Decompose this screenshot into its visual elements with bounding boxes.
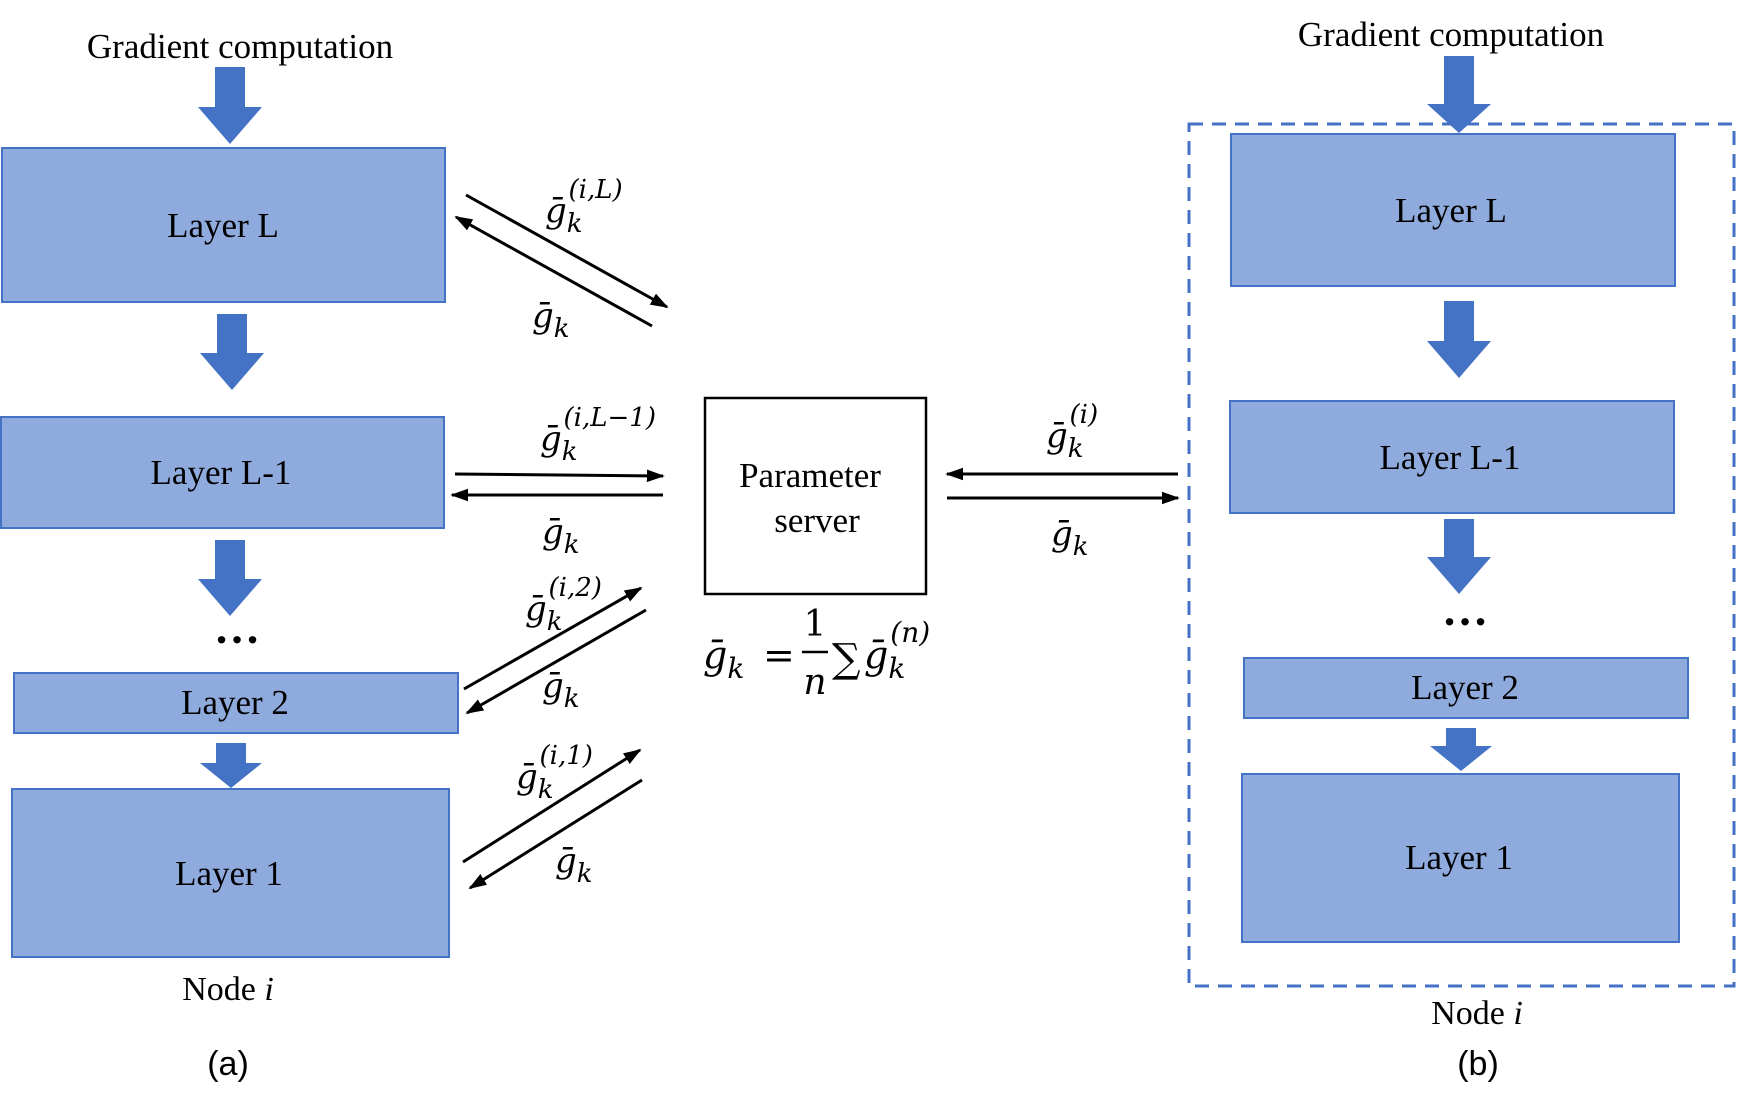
comm-arrows-layer-L-1: ḡk(i,L−1) ḡk — [450, 403, 665, 560]
formula-numerator: 1 — [804, 604, 827, 645]
panel-b-layer-L-1: Layer L-1 — [1229, 400, 1675, 514]
panel-a-layer-1: Layer 1 — [11, 788, 450, 958]
formula-denominator: n — [803, 662, 826, 703]
ellipsis: … — [214, 602, 260, 653]
arrow-to-server — [454, 469, 665, 483]
flow-arrow-down-icon — [1427, 519, 1491, 594]
layer-label: Layer 1 — [1405, 838, 1513, 877]
arrow-to-server — [462, 748, 642, 864]
parameter-server: Parameter server ḡk = 1 n ∑ ḡk(n) — [703, 396, 930, 703]
aggregation-formula: ḡk = 1 n ∑ ḡk(n) — [703, 604, 930, 703]
layer-box — [1243, 657, 1689, 719]
panel-a-layer-L-1: Layer L-1 — [0, 416, 445, 529]
gradient-label-down: ḡk — [555, 841, 593, 889]
gradient-label-down: ḡk — [542, 512, 580, 560]
layer-label: Layer L — [1395, 191, 1507, 230]
panel-a-title: Gradient computation — [87, 27, 393, 66]
layer-box — [13, 672, 459, 734]
layer-box — [11, 788, 450, 958]
flow-arrow-down-icon — [198, 67, 262, 144]
arrow-to-layer — [468, 778, 643, 890]
ellipsis: … — [1442, 584, 1488, 635]
formula-sum: ∑ — [832, 636, 861, 682]
arrow-to-layer — [454, 215, 653, 328]
panel-caption: (b) — [1457, 1045, 1499, 1083]
comm-arrows-node-b: ḡk(i) ḡk — [945, 400, 1180, 562]
gradient-label-down: ḡk — [532, 296, 570, 344]
gradient-label-up: ḡk(i) — [1046, 400, 1098, 464]
panel-a-layer-L: Layer L — [1, 147, 446, 303]
comm-arrows-layer-2: ḡk(i,2) ḡk — [463, 573, 647, 715]
layer-label: Layer L-1 — [1380, 438, 1521, 477]
comm-arrows-layer-L: ḡk(i,L) ḡk — [454, 175, 669, 344]
server-label-line2: server — [774, 501, 860, 540]
gradient-label-down: ḡk — [542, 666, 580, 714]
node-i-boundary — [1187, 122, 1736, 988]
gradient-label-up: ḡk(i,L−1) — [540, 403, 656, 467]
arrow-to-server — [465, 193, 669, 309]
flow-arrow-down-icon — [200, 314, 264, 390]
flow-arrow-down-icon — [200, 743, 262, 788]
layer-box — [1230, 133, 1676, 287]
panel-b-title: Gradient computation — [1298, 15, 1604, 54]
arrow-to-server — [463, 586, 643, 691]
panel-caption: (a) — [207, 1045, 249, 1083]
gradient-label-up: ḡk(i,1) — [516, 741, 593, 805]
arrow-to-layer — [465, 608, 647, 715]
panel-a: Gradient computation Layer L Layer L-1 …… — [0, 27, 669, 1083]
formula-equals: = — [763, 633, 795, 677]
panel-b-layer-L: Layer L — [1230, 133, 1676, 287]
flow-arrow-down-icon — [1430, 728, 1492, 771]
panel-b: Gradient computation Layer L Layer L-1 …… — [1187, 15, 1736, 1083]
layer-box — [1229, 400, 1675, 514]
node-label: Node i — [1431, 995, 1523, 1032]
layer-label: Layer L-1 — [151, 453, 292, 492]
node-label: Node i — [182, 971, 274, 1008]
layer-label: Layer 1 — [175, 854, 283, 893]
gradient-label-up: ḡk(i,2) — [525, 573, 602, 637]
layer-box — [1, 147, 446, 303]
formula-rhs: ḡk(n) — [864, 616, 930, 685]
panel-b-layer-1: Layer 1 — [1241, 773, 1680, 943]
comm-arrows-layer-1: ḡk(i,1) ḡk — [462, 741, 643, 890]
server-label-line1: Parameter — [739, 456, 881, 495]
layer-box — [1241, 773, 1680, 943]
panel-a-layer-2: Layer 2 — [13, 672, 459, 734]
layer-box — [0, 416, 445, 529]
flow-arrow-down-icon — [198, 540, 262, 616]
gradient-label-up: ḡk(i,L) — [545, 175, 623, 239]
layer-label: Layer 2 — [1411, 668, 1519, 707]
flow-arrow-down-icon — [1427, 56, 1491, 133]
flow-arrow-down-icon — [1427, 301, 1491, 378]
layer-label: Layer 2 — [181, 683, 289, 722]
gradient-label-down: ḡk — [1051, 514, 1089, 562]
formula-lhs: ḡk — [703, 633, 744, 685]
server-box — [703, 396, 928, 596]
layer-label: Layer L — [167, 206, 279, 245]
panel-b-layer-2: Layer 2 — [1243, 657, 1689, 719]
